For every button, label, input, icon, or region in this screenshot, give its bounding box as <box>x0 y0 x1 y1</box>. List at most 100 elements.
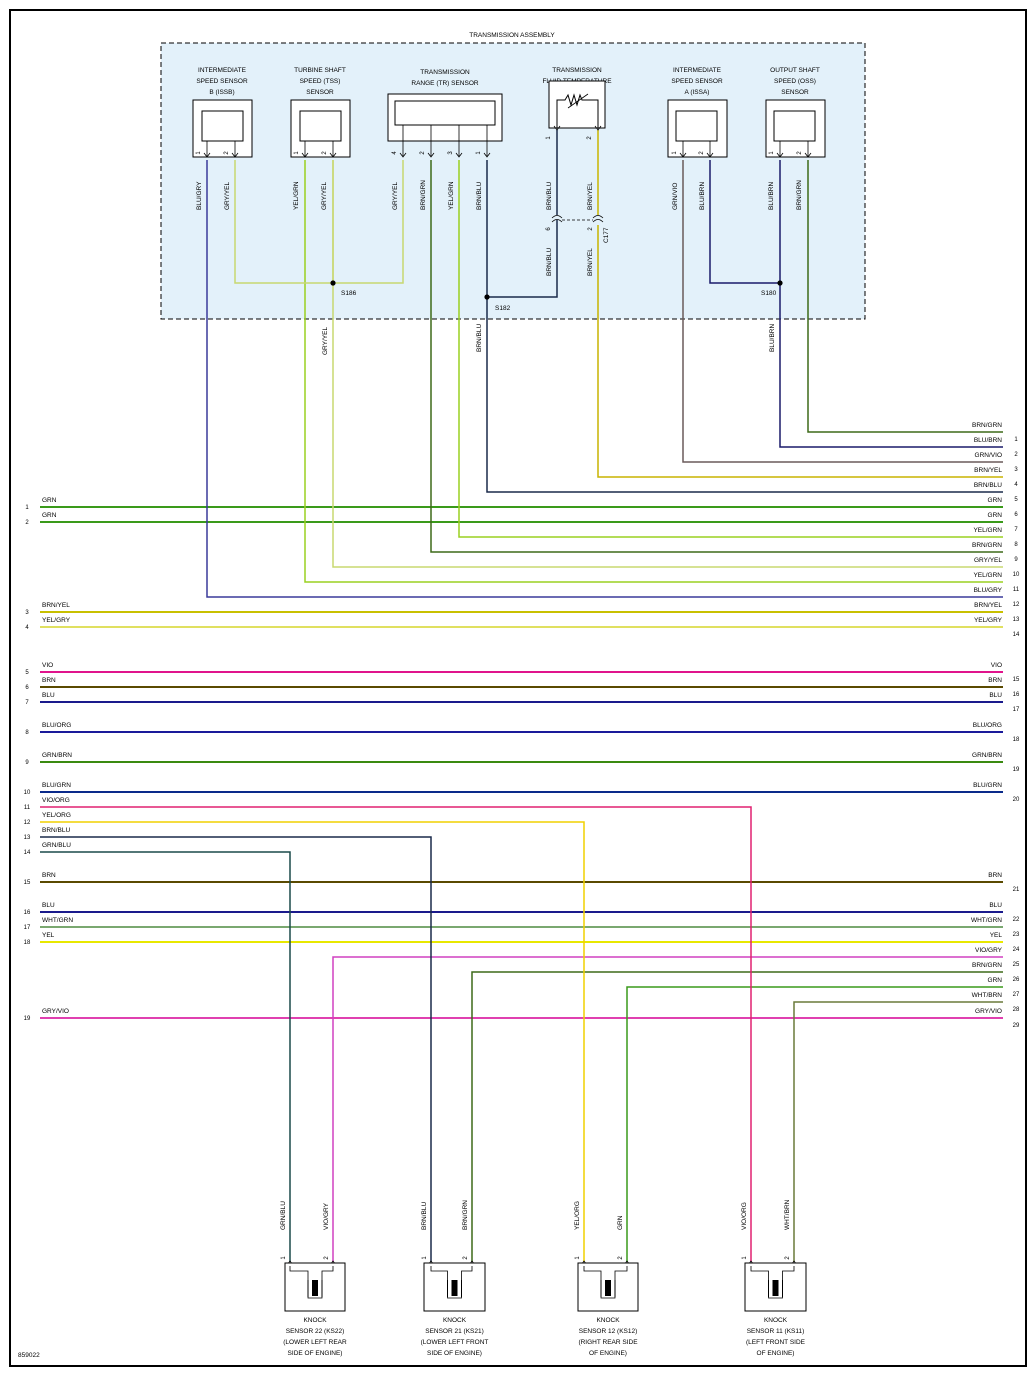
right-wire-label: BLU/GRY <box>974 587 1003 594</box>
wires <box>40 130 1003 1262</box>
right-wire-label: BRN/YEL <box>974 602 1002 609</box>
left-pin-number: 12 <box>24 820 31 826</box>
piezo-element <box>312 1280 318 1296</box>
diagram-code: 859022 <box>18 1352 40 1359</box>
left-pin-number: 9 <box>25 760 29 766</box>
right-wire-label: GRN <box>988 512 1003 519</box>
right-wire-label: GRN <box>988 497 1003 504</box>
sensor-wire <box>597 225 1003 478</box>
left-pin-number: 16 <box>24 910 31 916</box>
issa-element <box>675 110 718 142</box>
knock-sensor-title: KNOCK <box>764 1317 788 1324</box>
component-pin-number: 2 <box>797 151 803 155</box>
knock-wire <box>40 806 752 1262</box>
knock-sensor-title: KNOCK <box>303 1317 327 1324</box>
sensor-wire <box>807 160 1003 433</box>
knock-wire-label: BRN/GRN <box>462 1200 469 1230</box>
right-pin-number: 21 <box>1013 887 1020 893</box>
vertical-wire-label: BLU/BRN <box>699 182 706 210</box>
right-wire-label: BLU <box>989 902 1002 909</box>
sensor-wire <box>304 160 1003 583</box>
knock-pin-number: 2 <box>785 1256 791 1260</box>
knock-sensor-title: KNOCK <box>443 1317 467 1324</box>
sensor-wire <box>206 160 1003 598</box>
right-wire-label: YEL/GRY <box>974 617 1003 624</box>
knock-sensor-title: (LOWER LEFT REAR <box>283 1339 347 1346</box>
thermistor-arrow <box>567 93 589 109</box>
component-pin-number: 4 <box>392 151 398 155</box>
left-wire-label: GRY/VIO <box>42 1008 69 1015</box>
knock-leads <box>430 1266 473 1280</box>
right-wire-label: VIO/GRY <box>975 947 1003 954</box>
connector-pin: 2 <box>588 227 594 231</box>
pin-terminal <box>203 152 211 158</box>
labels: BRN/GRN1BLU/BRN2GRN/VIO3BRN/YEL4BRN/BLU5… <box>24 180 1020 1029</box>
issb-element <box>201 110 244 142</box>
pin-terminal <box>553 125 561 131</box>
transmission-assembly-title: TRANSMISSION ASSEMBLY <box>469 32 555 39</box>
right-wire-label: YEL <box>990 932 1003 939</box>
right-pin-number: 18 <box>1013 737 1020 743</box>
knock-sensor-title: OF ENGINE) <box>757 1350 795 1357</box>
transmission-assembly-box <box>160 42 866 320</box>
knock-pin-number: 1 <box>742 1256 748 1260</box>
right-wire-label: BRN <box>988 872 1002 879</box>
component-pin-number: 1 <box>294 151 300 155</box>
right-wire-label: GRN/BRN <box>972 752 1002 759</box>
right-wire-label: BLU/GRN <box>973 782 1002 789</box>
right-wire-label: VIO <box>991 662 1002 669</box>
oss-sensor-title: SPEED (OSS) <box>774 78 816 85</box>
piezo-element <box>451 1280 458 1296</box>
sensor-wire <box>486 160 558 298</box>
right-wire-label: BRN/GRN <box>972 422 1002 429</box>
left-pin-number: 17 <box>24 925 31 931</box>
left-pin-number: 13 <box>24 835 31 841</box>
vertical-wire-label: BRN/BLU <box>546 248 553 276</box>
knock-wire-label: VIO/ORG <box>741 1202 748 1230</box>
tss-sensor-title: SENSOR <box>306 89 334 96</box>
piezo-element <box>605 1280 611 1296</box>
knock-pin-number: 1 <box>422 1256 428 1260</box>
right-wire-label: BRN/GRN <box>972 962 1002 969</box>
left-wire-label: BRN <box>42 872 56 879</box>
sensor-wire <box>430 160 1003 553</box>
right-pin-number: 10 <box>1013 572 1020 578</box>
knock-sensor-title: SENSOR 11 (KS11) <box>747 1328 805 1335</box>
thermistor-symbol <box>556 93 599 128</box>
left-wire-label: BLU/ORG <box>42 722 71 729</box>
vertical-wire-label: GRN/VIO <box>672 183 679 210</box>
sensor-wire <box>486 297 1003 493</box>
left-wire-label: GRN <box>42 497 57 504</box>
vertical-wire-label: BRN/YEL <box>587 182 594 210</box>
pin-terminal <box>301 152 309 158</box>
issb-sensor-title: SPEED SENSOR <box>196 78 248 85</box>
knock-sensor-title: SIDE OF ENGINE) <box>288 1350 343 1357</box>
right-pin-number: 5 <box>1014 497 1018 503</box>
right-wire-label: BRN <box>988 677 1002 684</box>
knock-wire <box>40 836 432 1262</box>
left-wire-label: YEL/GRY <box>42 617 71 624</box>
left-pin-number: 8 <box>25 730 29 736</box>
tss-sensor-title: SPEED (TSS) <box>300 78 341 85</box>
right-pin-number: 28 <box>1013 1007 1020 1013</box>
connector-name: C177 <box>603 227 610 243</box>
transmission-assembly: TRANSMISSION ASSEMBLY <box>160 32 866 320</box>
knock-wire <box>793 1001 1003 1262</box>
pin-terminal <box>427 152 435 158</box>
knock-leads <box>750 1266 795 1280</box>
splice-dot <box>330 280 336 286</box>
piezo-plates <box>600 1280 616 1297</box>
left-pin-number: 4 <box>25 625 29 631</box>
right-pin-number: 22 <box>1013 917 1020 923</box>
vertical-wire-label: GRY/YEL <box>321 182 328 210</box>
right-pin-number: 9 <box>1014 557 1018 563</box>
right-pin-number: 4 <box>1014 482 1018 488</box>
knock-pin-number: 1 <box>281 1256 287 1260</box>
piezo-element <box>772 1280 779 1296</box>
